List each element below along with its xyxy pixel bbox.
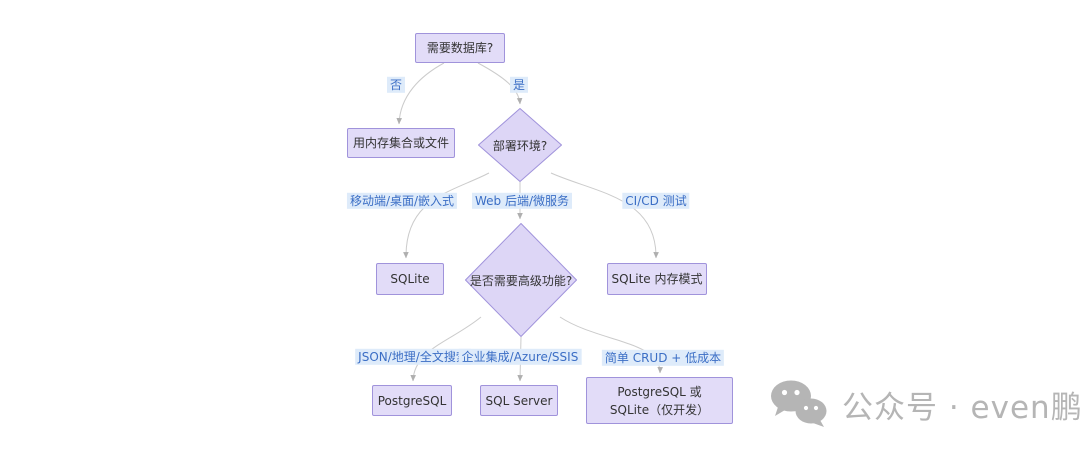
edge-label-yes: 是 — [509, 76, 529, 94]
node-sql-server: SQL Server — [480, 385, 558, 416]
diamond-shape — [465, 223, 577, 337]
edge-label-enterprise-azure-ssis: 企业集成/Azure/SSIS — [458, 348, 582, 366]
decision-advanced-features-label: 是否需要高级功能? — [469, 273, 573, 288]
edge-label-web-backend-microservice: Web 后端/微服务 — [471, 192, 573, 210]
edge-advanced-json-postgresql — [410, 316, 482, 382]
edge-label-cicd-test: CI/CD 测试 — [622, 192, 690, 210]
decision-advanced-features: 是否需要高级功能? — [465, 223, 577, 337]
node-postgresql: PostgreSQL — [372, 385, 452, 416]
edge-label-simple-crud-lowcost: 简单 CRUD + 低成本 — [601, 349, 725, 367]
edge-needdb-no-memoryfile — [396, 62, 445, 125]
decision-deploy-environment-label: 部署环境? — [492, 138, 548, 153]
node-sqlite-memory-mode: SQLite 内存模式 — [607, 263, 707, 295]
edge-label-mobile-desktop-embedded: 移动端/桌面/嵌入式 — [346, 192, 458, 210]
edge-label-no: 否 — [386, 76, 406, 94]
node-need-database: 需要数据库? — [415, 33, 505, 63]
watermark-text: 公众号 · even鹏 — [842, 389, 1080, 426]
node-sqlite: SQLite — [376, 263, 444, 295]
edge-deploy-cicd-sqlitemem — [550, 172, 659, 259]
watermark: 公众号 · even鹏 — [770, 380, 1080, 428]
wechat-icon — [771, 380, 827, 427]
node-memory-collection-or-file: 用内存集合或文件 — [347, 128, 455, 158]
edge-label-json-geo-fulltext: JSON/地理/全文搜索 — [355, 348, 471, 366]
decision-deploy-environment: 部署环境? — [478, 108, 562, 182]
edge-needdb-yes-deployenv — [477, 62, 523, 105]
node-postgresql-or-sqlite-dev: PostgreSQL 或 SQLite（仅开发） — [586, 377, 733, 424]
diamond-shape — [478, 108, 562, 182]
